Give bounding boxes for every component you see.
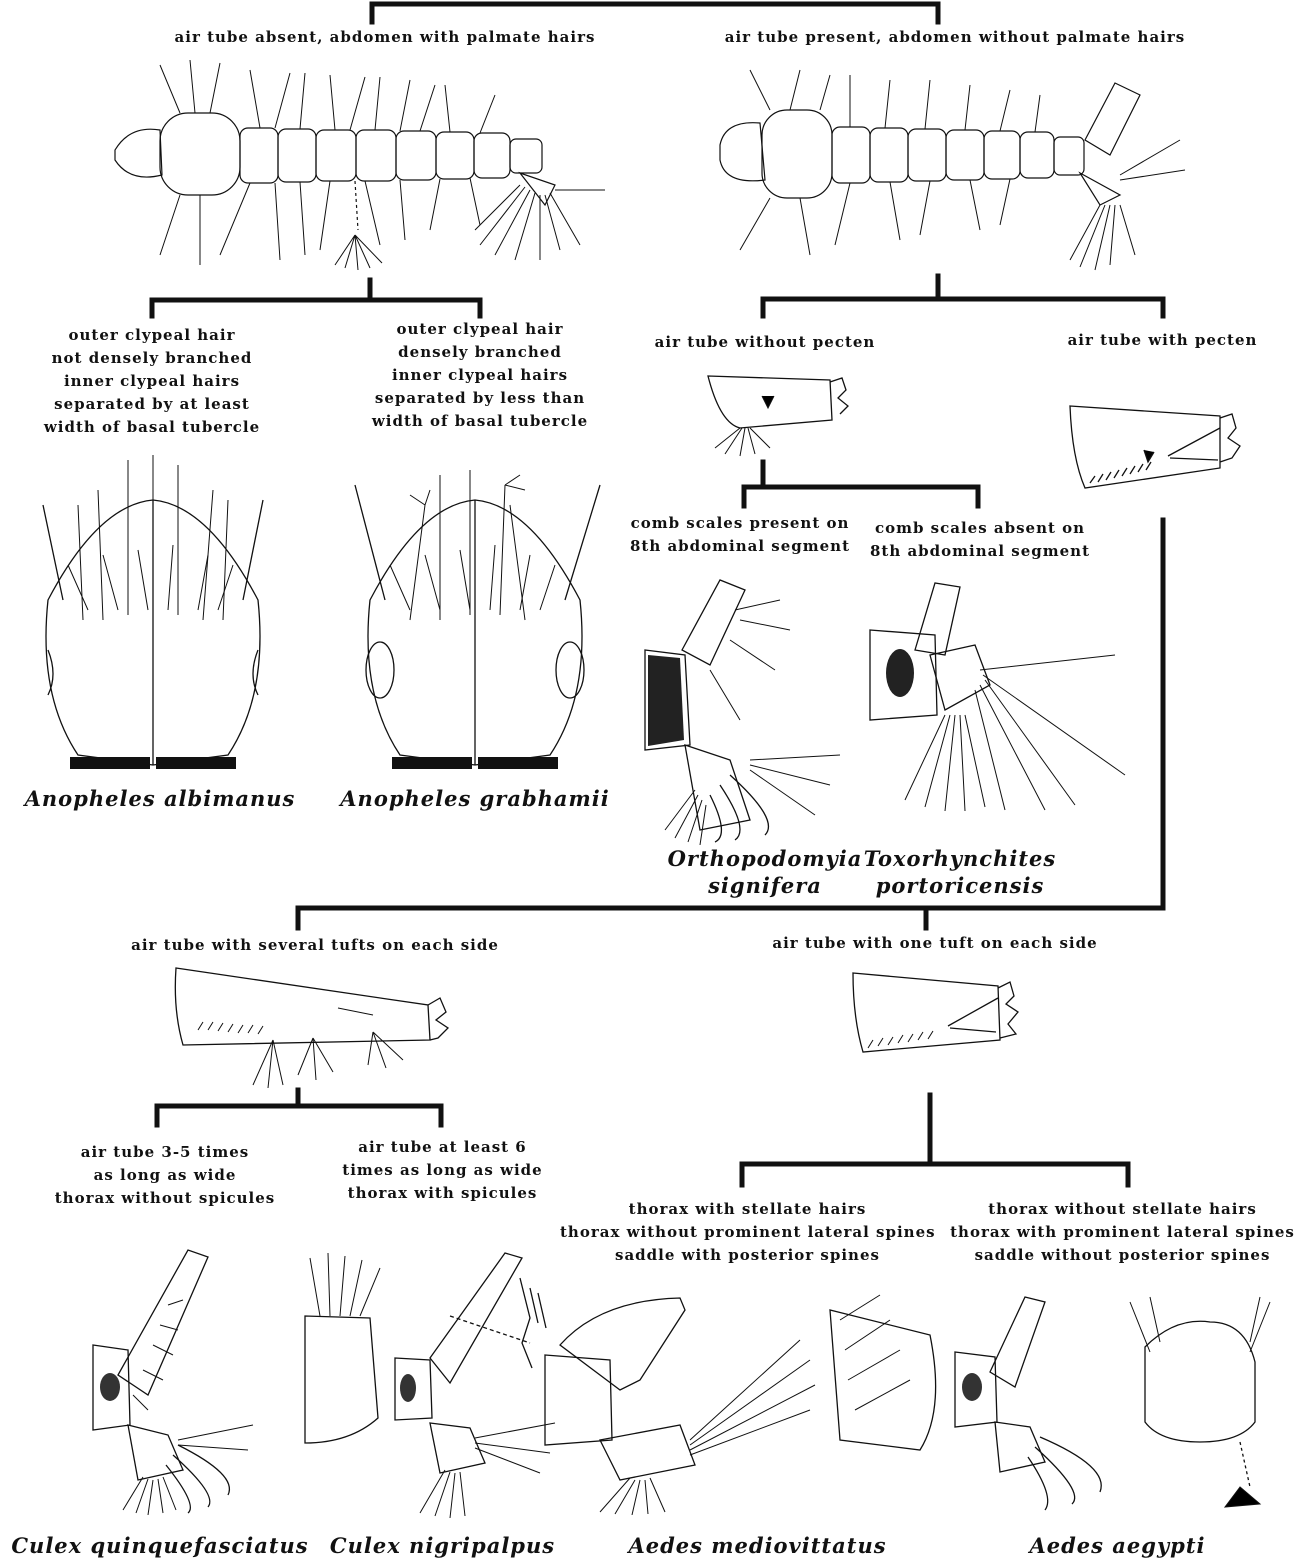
species-anopheles-albimanus: Anopheles albimanus — [20, 785, 300, 812]
label-one-tuft: air tube with one tuft on each side — [745, 932, 1125, 955]
label-several-tufts: air tube with several tufts on each side — [100, 934, 530, 957]
air-tube-several-tufts-drawing — [168, 960, 458, 1090]
air-tube-one-tuft-drawing — [848, 968, 1038, 1058]
orthopodomyia-terminal-segments-drawing — [640, 570, 850, 845]
air-tube-with-pecten-drawing — [1060, 398, 1260, 503]
label-comb-scales-absent: comb scales absent on 8th abdominal segm… — [855, 517, 1105, 563]
label-air-tube-without-pecten: air tube without pecten — [640, 331, 890, 354]
species-culex-nigripalpus: Culex nigripalpus — [320, 1532, 565, 1559]
species-orthopodomyia-signifera: Orthopodomyia signifera — [660, 845, 870, 899]
nigripalpus-terminal-segments-drawing — [300, 1248, 565, 1518]
quinquefasciatus-terminal-segments-drawing — [88, 1245, 258, 1515]
label-outer-clypeal-not-branched: outer clypeal hair not densely branched … — [22, 324, 282, 439]
label-thorax-without-stellate-hairs: thorax without stellate hairs thorax wit… — [945, 1198, 1300, 1267]
toxorhynchites-terminal-segments-drawing — [865, 575, 1130, 815]
label-thorax-with-stellate-hairs: thorax with stellate hairs thorax withou… — [560, 1198, 935, 1267]
species-aedes-aegypti: Aedes aegypti — [1010, 1532, 1225, 1559]
species-toxorhynchites-portoricensis: Toxorhynchites portoricensis — [855, 845, 1065, 899]
air-tube-without-pecten-drawing — [700, 368, 860, 458]
albimanus-head-drawing — [8, 445, 298, 780]
anopheles-larva-drawing — [100, 55, 620, 280]
aegypti-terminal-segments-drawing — [950, 1292, 1300, 1517]
mediovittatus-terminal-segments-drawing — [540, 1290, 950, 1515]
label-comb-scales-present: comb scales present on 8th abdominal seg… — [615, 512, 865, 558]
label-air-tube-with-pecten: air tube with pecten — [1040, 329, 1285, 352]
species-culex-quinquefasciatus: Culex quinquefasciatus — [10, 1532, 310, 1559]
label-air-tube-present: air tube present, abdomen without palmat… — [690, 26, 1220, 49]
culicine-larva-drawing — [680, 55, 1200, 280]
species-aedes-mediovittatus: Aedes mediovittatus — [615, 1532, 900, 1559]
label-air-tube-at-least-6: air tube at least 6 times as long as wid… — [315, 1136, 570, 1205]
label-air-tube-3-5-times: air tube 3-5 times as long as wide thora… — [30, 1141, 300, 1210]
label-outer-clypeal-densely-branched: outer clypeal hair densely branched inne… — [345, 318, 615, 433]
species-anopheles-grabhamii: Anopheles grabhamii — [335, 785, 615, 812]
grabhamii-head-drawing — [330, 445, 620, 780]
label-air-tube-absent: air tube absent, abdomen with palmate ha… — [120, 26, 650, 49]
